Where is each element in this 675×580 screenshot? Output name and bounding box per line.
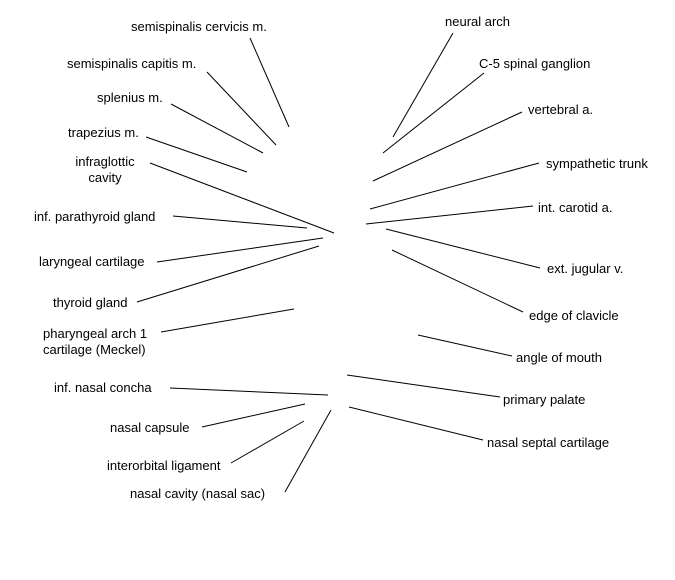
leader-edge-of-clavicle [391, 249, 524, 313]
leader-c5-spinal-ganglion [382, 72, 485, 154]
label-primary-palate: primary palate [503, 392, 586, 407]
leader-laryngeal-cartilage [156, 237, 324, 263]
label-semispinalis-capitis: semispinalis capitis m. [67, 56, 197, 71]
label-ext-jugular-v: ext. jugular v. [547, 261, 624, 276]
label-nasal-septal-cartilage: nasal septal cartilage [487, 435, 610, 450]
label-meckel-line2: cartilage (Meckel) [43, 342, 146, 357]
leader-interorbital-ligament [230, 420, 305, 464]
label-nasal-cavity: nasal cavity (nasal sac) [130, 486, 266, 501]
label-semispinalis-cervicis: semispinalis cervicis m. [131, 19, 267, 34]
label-trapezius: trapezius m. [68, 125, 139, 140]
leader-inf-nasal-concha [169, 387, 329, 396]
label-meckel: pharyngeal arch 1 cartilage (Meckel) [43, 326, 147, 358]
leader-int-carotid-a [365, 205, 534, 225]
label-thyroid-gland: thyroid gland [53, 295, 128, 310]
label-nasal-capsule: nasal capsule [110, 420, 190, 435]
label-inf-nasal-concha: inf. nasal concha [54, 380, 152, 395]
leader-nasal-cavity [284, 409, 332, 493]
label-laryngeal-cartilage: laryngeal cartilage [39, 254, 145, 269]
leader-angle-of-mouth [417, 334, 513, 357]
leader-vertebral-a [372, 111, 523, 182]
leader-nasal-septal-cartilage [348, 406, 484, 441]
label-int-carotid-a: int. carotid a. [538, 200, 613, 215]
label-meckel-line1: pharyngeal arch 1 [43, 326, 148, 341]
leader-inf-parathyroid [172, 215, 308, 229]
leader-neural-arch [392, 32, 454, 138]
label-infraglottic-cavity: infraglottic cavity [74, 154, 136, 186]
leader-meckel [160, 308, 295, 333]
label-splenius: splenius m. [97, 90, 163, 105]
label-vertebral-a: vertebral a. [528, 102, 594, 117]
label-sympathetic-trunk: sympathetic trunk [546, 156, 648, 171]
leader-primary-palate [346, 374, 501, 398]
label-c5-spinal-ganglion: C-5 spinal ganglion [479, 56, 591, 71]
label-infraglottic-cavity-line2: cavity [88, 170, 122, 185]
label-neural-arch: neural arch [445, 14, 511, 29]
leader-semispinalis-capitis [206, 71, 277, 146]
label-interorbital-ligament: interorbital ligament [107, 458, 221, 473]
leader-thyroid-gland [136, 245, 320, 303]
leader-splenius [170, 103, 264, 154]
label-edge-of-clavicle: edge of clavicle [529, 308, 619, 323]
leader-ext-jugular-v [385, 228, 541, 269]
leader-sympathetic-trunk [369, 162, 540, 210]
label-inf-parathyroid: inf. parathyroid gland [34, 209, 156, 224]
label-angle-of-mouth: angle of mouth [516, 350, 603, 365]
label-infraglottic-cavity-line1: infraglottic [75, 154, 135, 169]
leader-infraglottic-cavity [149, 162, 335, 234]
leader-semispinalis-cervicis [249, 37, 290, 128]
leader-nasal-capsule [201, 403, 306, 428]
leader-trapezius [145, 136, 248, 173]
